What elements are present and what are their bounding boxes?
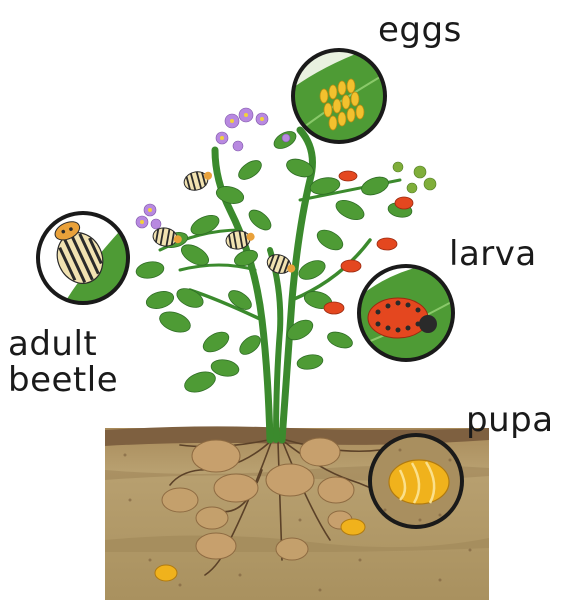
larva-small: [339, 171, 357, 181]
potato: [162, 488, 198, 512]
pupa-small: [341, 519, 365, 535]
potato: [266, 464, 314, 496]
leaf: [359, 174, 391, 199]
label-eggs: eggs: [378, 12, 462, 48]
label-adult-line2: beetle: [8, 362, 118, 398]
leaf: [144, 289, 175, 312]
leaf: [235, 157, 264, 183]
leaf: [325, 329, 354, 351]
leaf: [200, 328, 232, 356]
leaf: [296, 257, 328, 283]
pupa-small: [155, 565, 177, 581]
larva-inset: [355, 262, 460, 370]
leaf: [157, 308, 193, 336]
potato: [192, 440, 240, 472]
larva-small: [324, 302, 344, 314]
potato: [196, 533, 236, 559]
larva-small: [395, 197, 413, 209]
green-berries: [393, 162, 436, 193]
leaf: [333, 196, 367, 223]
label-adult-line1: adult: [8, 326, 118, 362]
potato: [196, 507, 228, 529]
leaf: [135, 260, 165, 281]
leaf: [182, 368, 218, 396]
leaf: [236, 332, 263, 358]
label-pupa: pupa: [466, 402, 554, 438]
larva-small: [377, 238, 397, 250]
potato: [276, 538, 308, 560]
label-larva: larva: [449, 236, 537, 272]
label-adult-beetle: adult beetle: [8, 326, 118, 398]
potato: [300, 438, 340, 466]
beetles-on-plant: [152, 168, 298, 278]
adult-beetle-inset: [35, 210, 140, 310]
leaf: [314, 226, 346, 254]
potato: [214, 474, 258, 502]
pupa-large: [389, 460, 449, 504]
potato: [318, 477, 354, 503]
larva-small: [341, 260, 361, 272]
leaf: [296, 353, 324, 371]
leaf: [246, 206, 275, 233]
beetle: [182, 168, 215, 193]
